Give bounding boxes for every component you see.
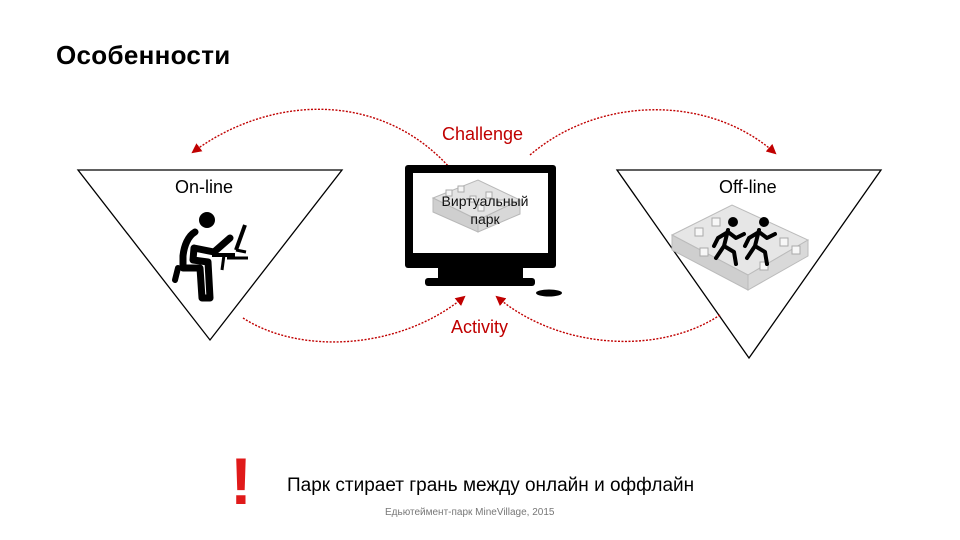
person-at-computer-icon [172,212,248,302]
footer-caption: Едьютеймент-парк MineVillage, 2015 [385,507,555,518]
online-triangle [76,169,344,342]
offline-park-model [670,204,810,291]
virtual-park-model [431,179,522,233]
slide-title: Особенности [56,40,231,70]
activity-arrow-left [242,295,466,343]
key-statement: Парк стирает грань между онлайн и оффлай… [287,475,695,496]
activity-label: Activity [451,317,509,337]
virtual-park-label: Виртуальный парк [441,193,529,227]
offline-label: Off-line [719,177,777,197]
challenge-arrow-left [191,108,451,169]
activity-arrow-right [495,295,721,343]
offline-triangle [615,169,883,360]
challenge-arrow-right [529,109,777,156]
challenge-label: Challenge [442,124,524,144]
exclamation-mark: ! [230,444,252,518]
runners-icon [712,217,777,266]
online-label: On-line [175,177,234,197]
